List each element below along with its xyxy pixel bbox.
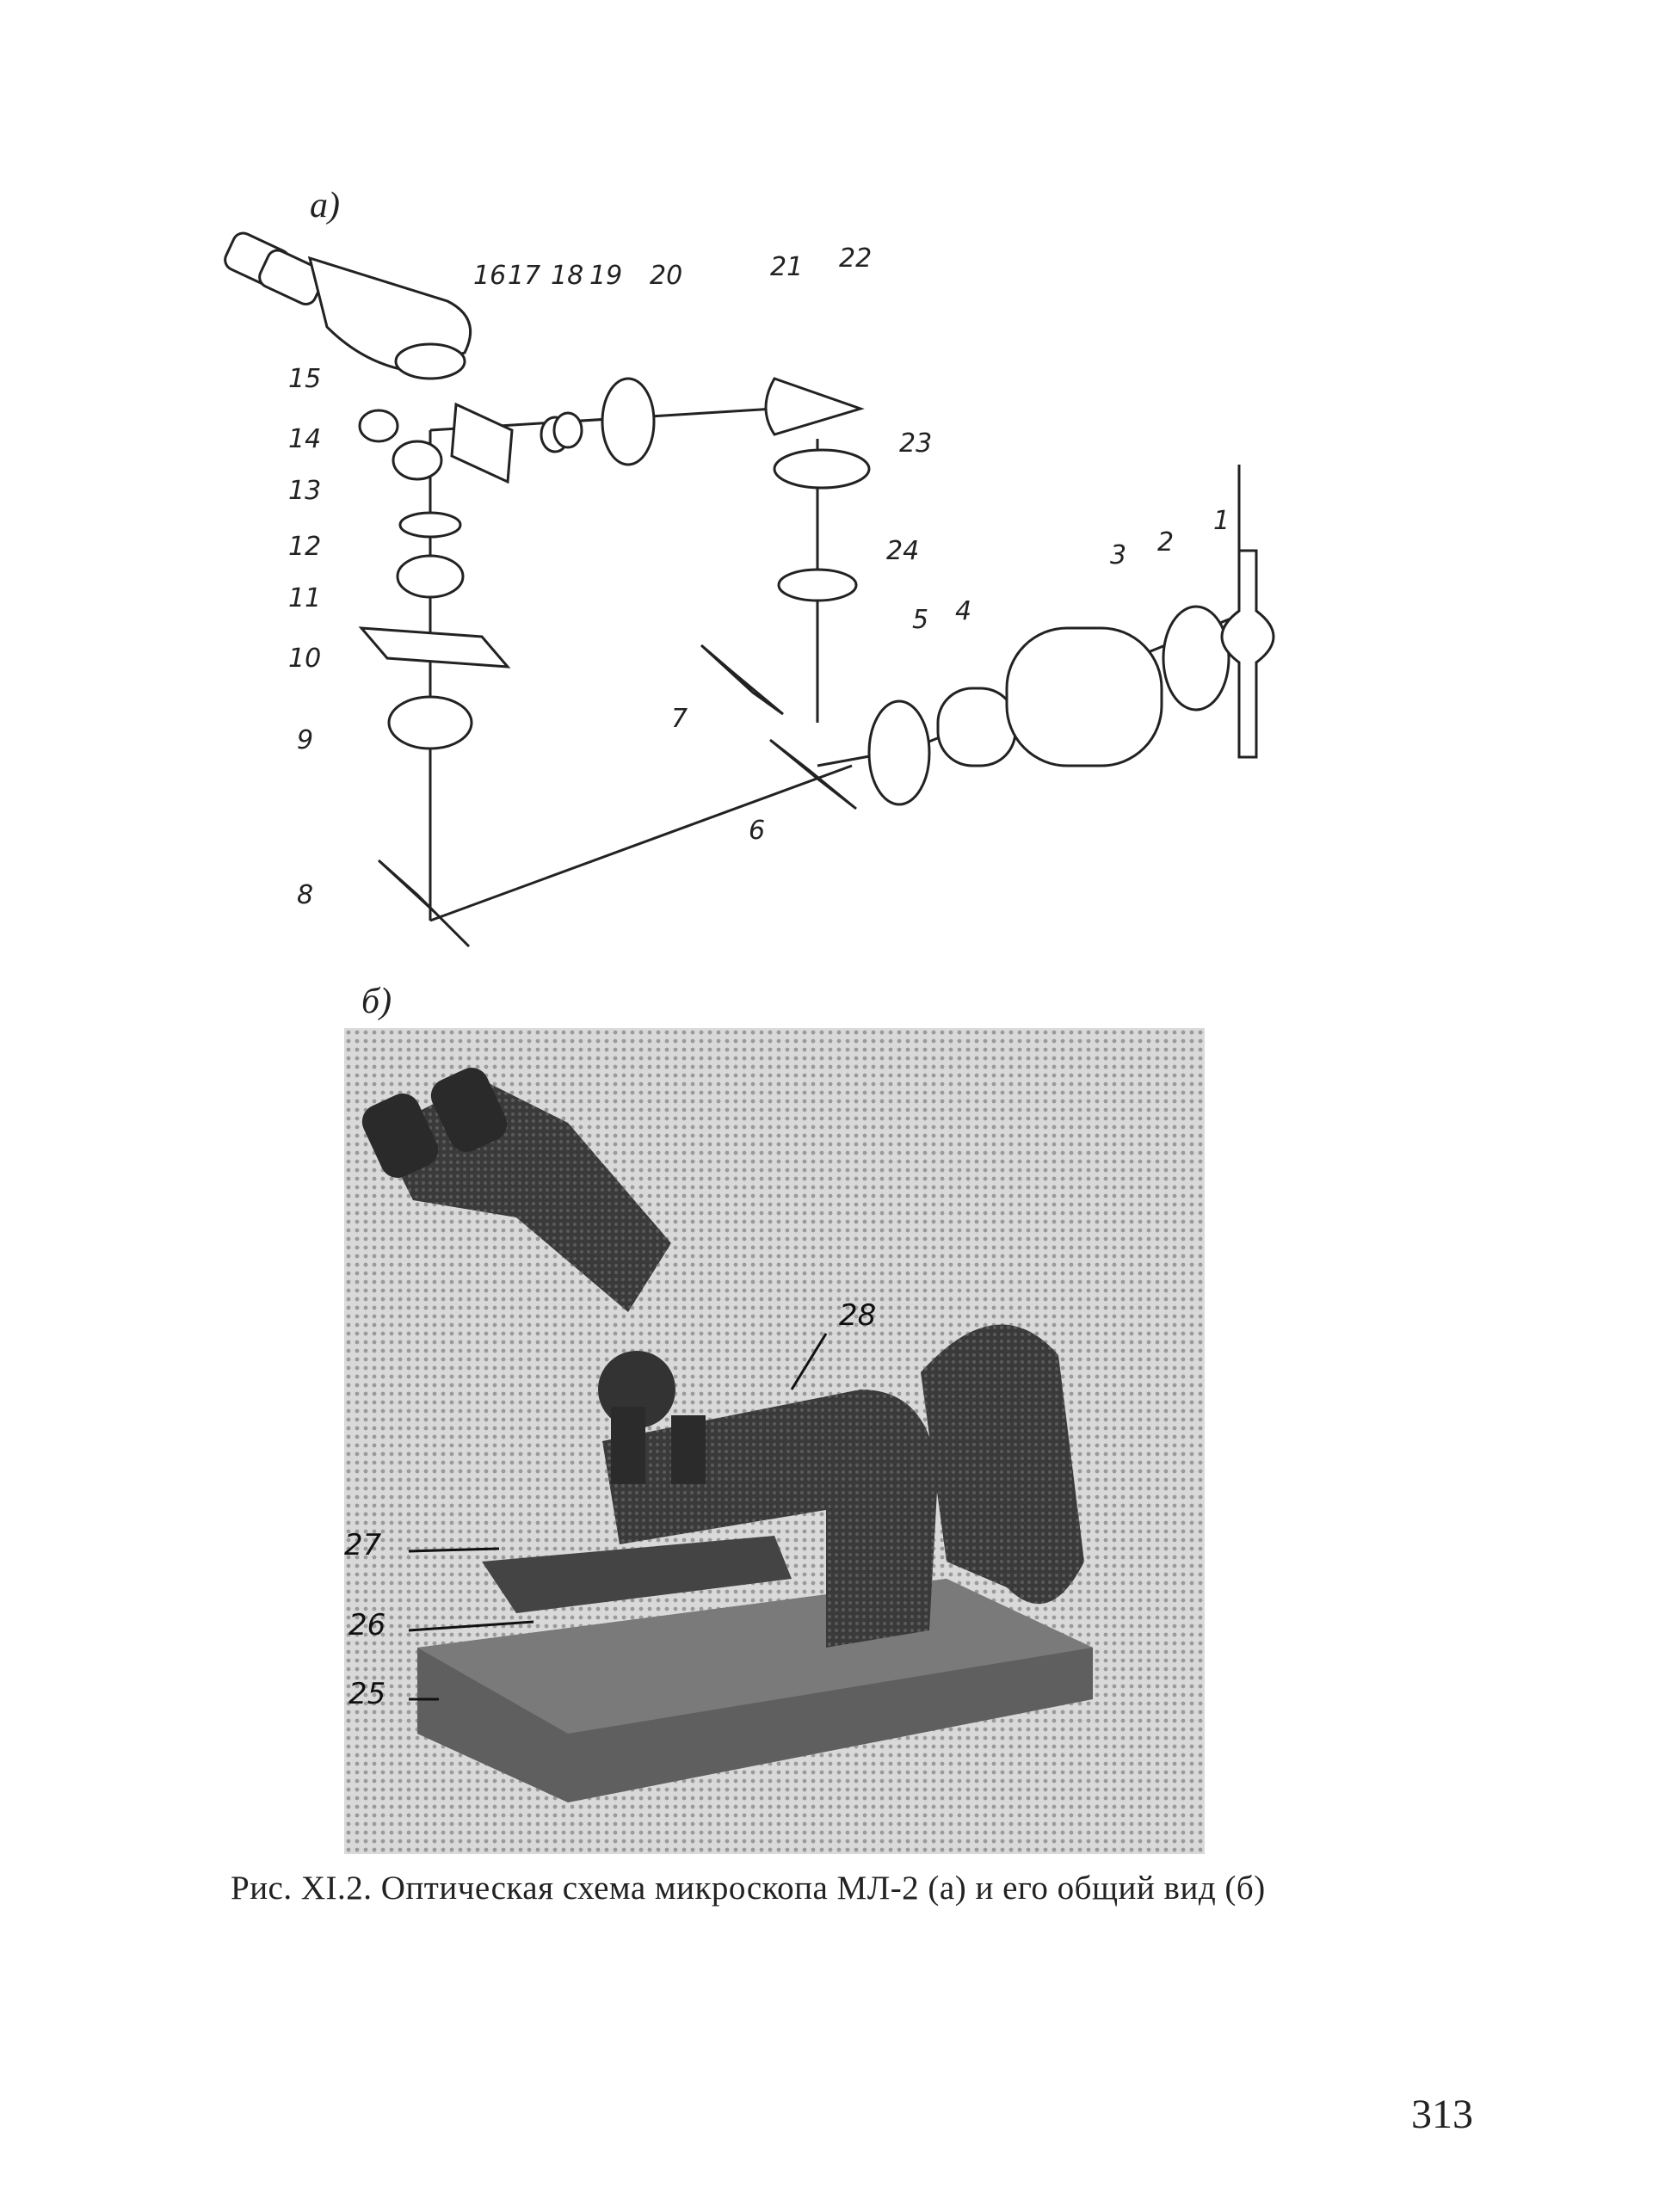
binocular-head (224, 231, 472, 380)
part-1 (1220, 549, 1275, 759)
label-21: 21 (770, 252, 803, 282)
label-24: 24 (886, 536, 919, 566)
page-number: 313 (1411, 2092, 1473, 2137)
label-14: 14 (288, 424, 321, 454)
label-17: 17 (508, 261, 540, 291)
label-10: 10 (288, 644, 321, 674)
part-4 (936, 687, 1017, 767)
part-6 (769, 738, 857, 810)
panel-label-b: б) (361, 982, 392, 1021)
part-10 (358, 626, 511, 669)
part-19 (552, 411, 583, 449)
part-12 (398, 511, 462, 539)
label-13: 13 (288, 476, 321, 506)
schematic-number-labels: 1 2 3 4 5 6 7 8 9 10 11 12 13 14 15 16 1… (288, 243, 1230, 910)
label-16: 16 (473, 261, 506, 291)
label-26: 26 (348, 1608, 385, 1642)
part-2 (1162, 605, 1230, 712)
label-25: 25 (348, 1677, 385, 1711)
label-2: 2 (1157, 527, 1174, 558)
part-24 (777, 568, 858, 602)
label-8: 8 (297, 880, 313, 910)
label-7: 7 (671, 704, 688, 734)
label-27: 27 (344, 1528, 382, 1562)
panel-label-a: а) (310, 186, 340, 225)
part-7 (700, 644, 784, 716)
label-22: 22 (839, 243, 872, 274)
label-20: 20 (650, 261, 682, 291)
label-23: 23 (899, 428, 932, 459)
part-21-22 (764, 377, 865, 436)
label-3: 3 (1110, 540, 1126, 570)
part-17 (450, 402, 514, 484)
label-28: 28 (839, 1298, 876, 1333)
figure-caption: Рис. XI.2. Оптическая схема микроскопа М… (231, 1870, 1266, 1907)
label-9: 9 (297, 725, 313, 755)
label-19: 19 (589, 261, 622, 291)
part-8 (377, 859, 471, 948)
label-6: 6 (749, 816, 765, 846)
part-20 (601, 377, 656, 466)
part-11 (396, 554, 465, 599)
part-3 (1005, 626, 1163, 767)
part-13 (392, 440, 443, 481)
part-14 (358, 409, 399, 443)
part-23 (773, 448, 871, 490)
label-12: 12 (288, 532, 321, 562)
label-1: 1 (1213, 506, 1230, 536)
optical-schematic-diagram: 1 2 3 4 5 6 7 8 9 10 11 12 13 14 15 16 1… (224, 231, 1275, 948)
part-5 (867, 699, 931, 806)
microscope-photo: 28 27 26 25 (344, 1028, 1205, 1854)
label-18: 18 (551, 261, 583, 291)
label-5: 5 (912, 605, 928, 635)
label-15: 15 (288, 364, 321, 394)
label-4: 4 (955, 596, 971, 626)
part-9 (387, 695, 473, 750)
label-11: 11 (288, 583, 321, 613)
